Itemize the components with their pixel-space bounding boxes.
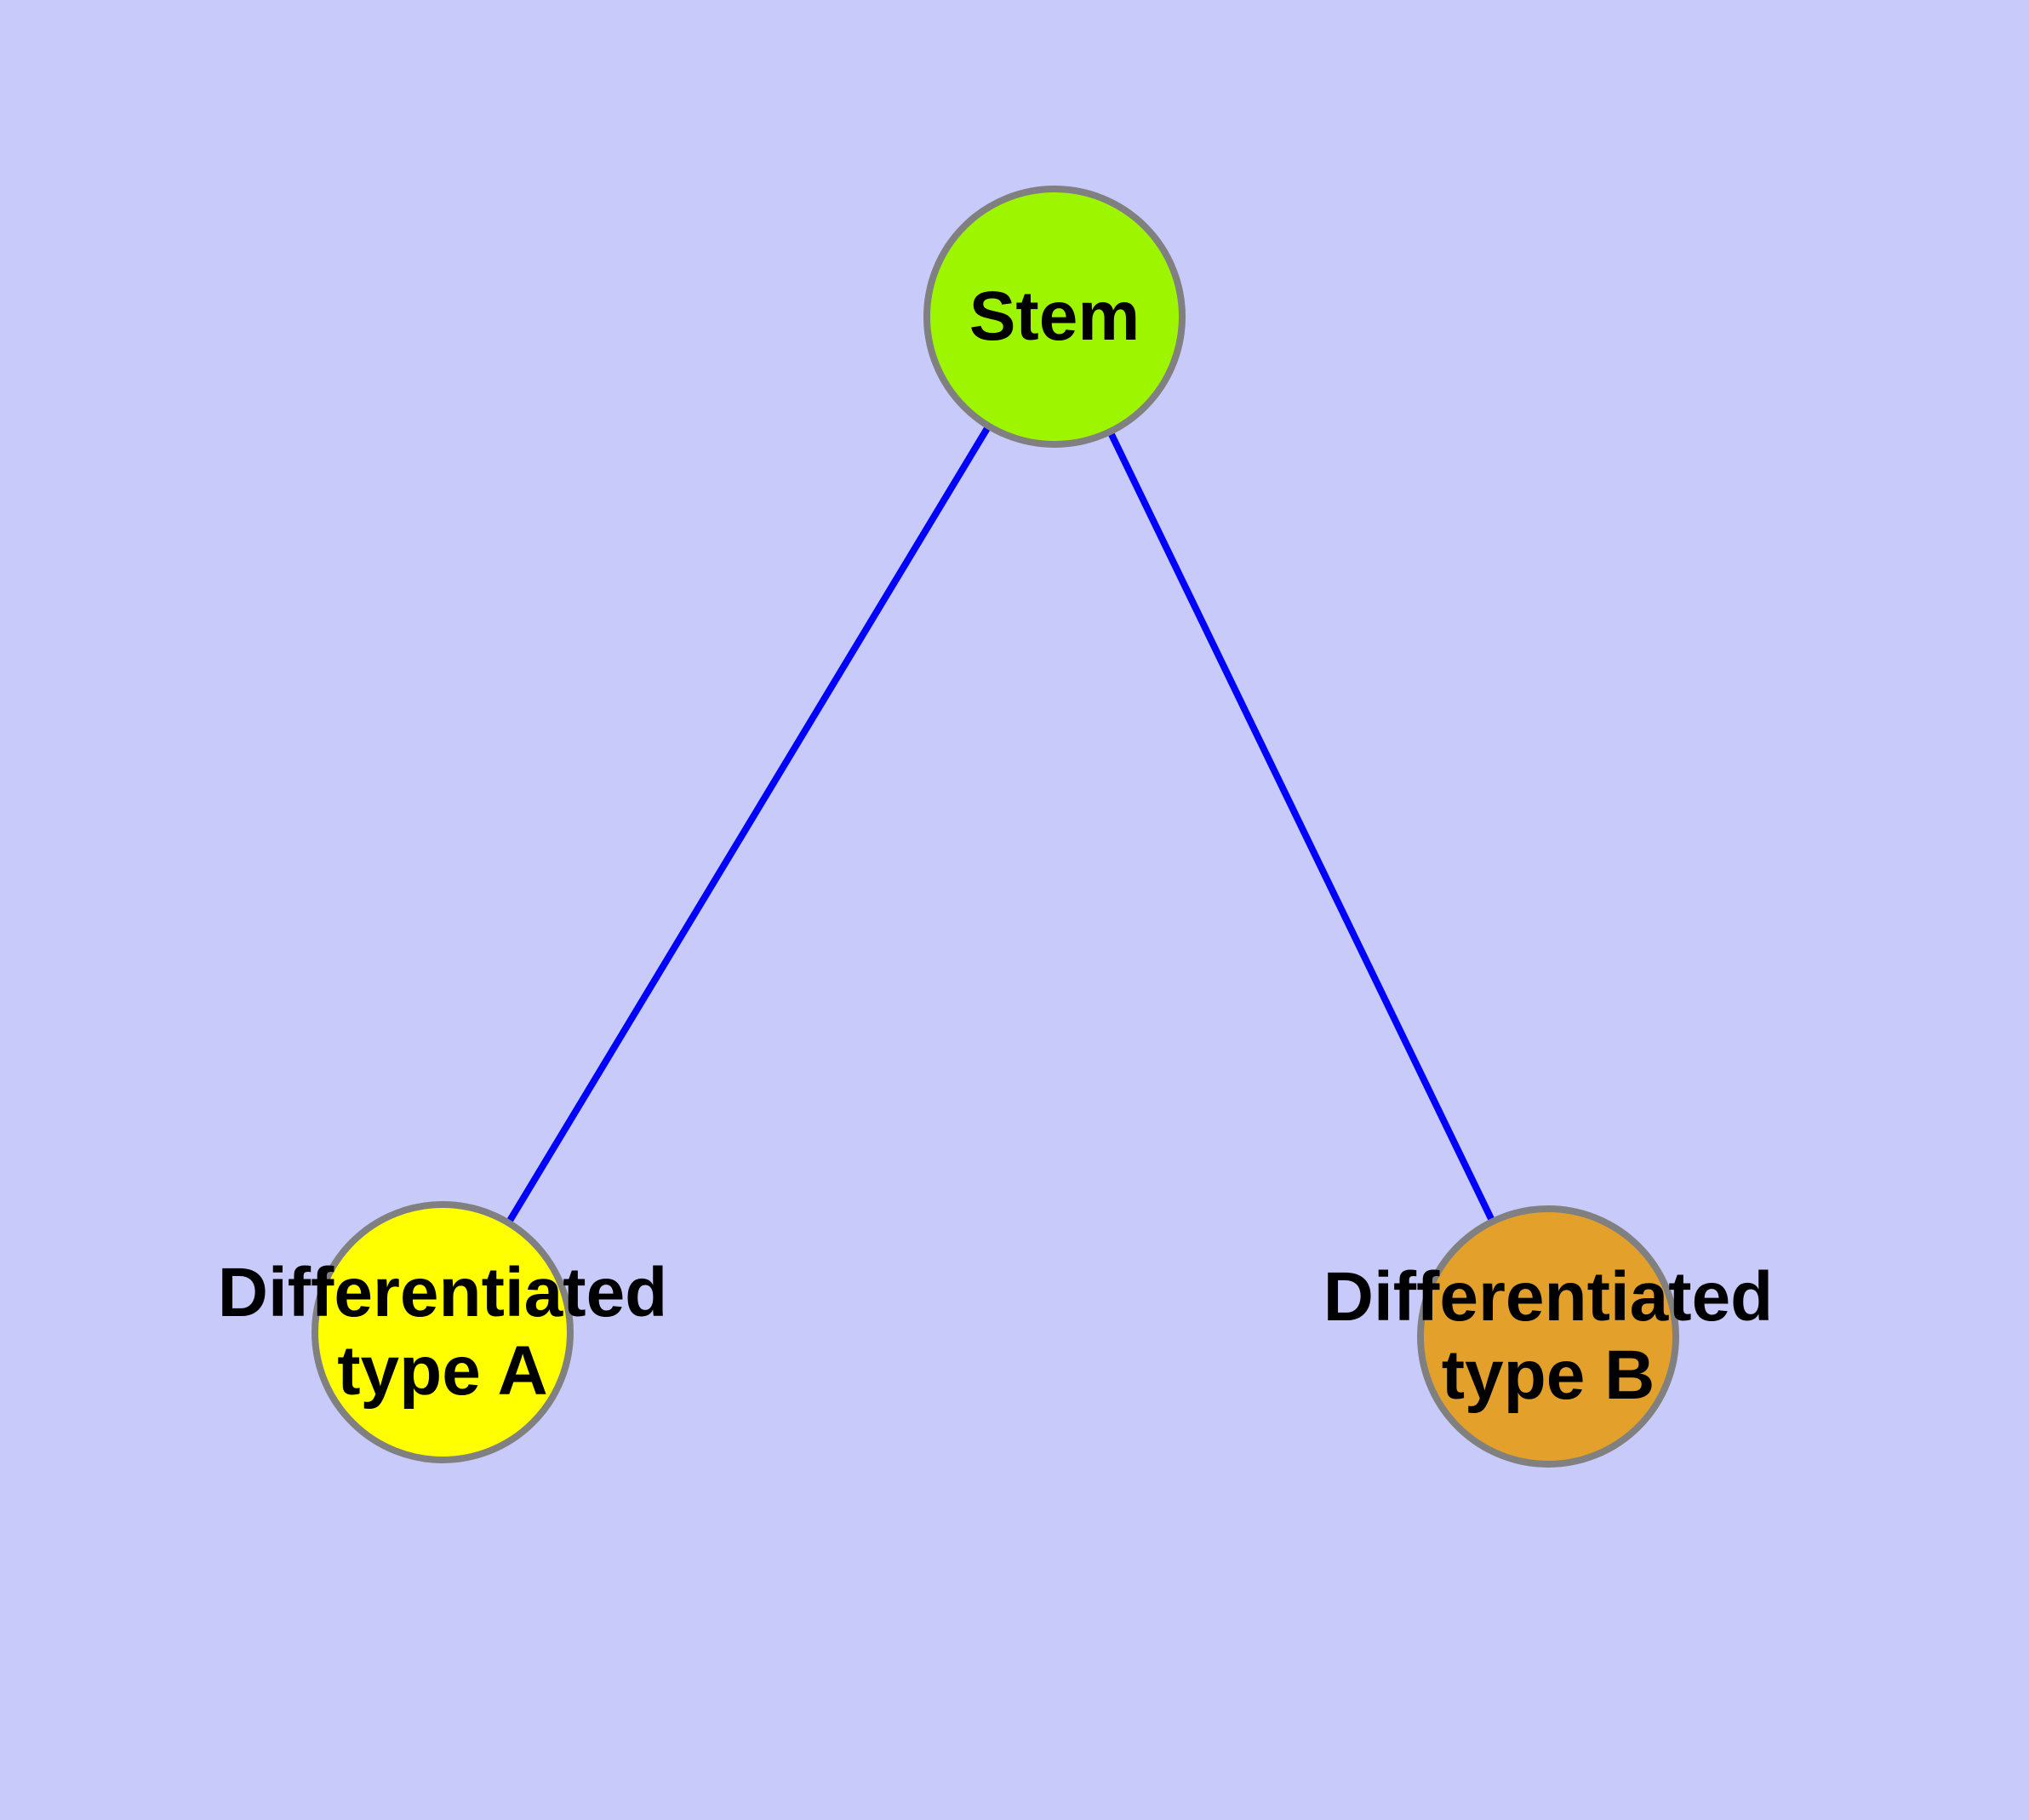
node-layer (311, 186, 1679, 1468)
edge-stem-to-differentiated-b[interactable] (1106, 426, 1497, 1227)
edge-layer (503, 421, 1497, 1228)
node-differentiated-type-a[interactable] (311, 1201, 574, 1463)
node-differentiated-type-b[interactable] (1417, 1205, 1679, 1468)
node-stem[interactable] (923, 186, 1186, 448)
edge-stem-to-differentiated-a[interactable] (503, 421, 994, 1228)
